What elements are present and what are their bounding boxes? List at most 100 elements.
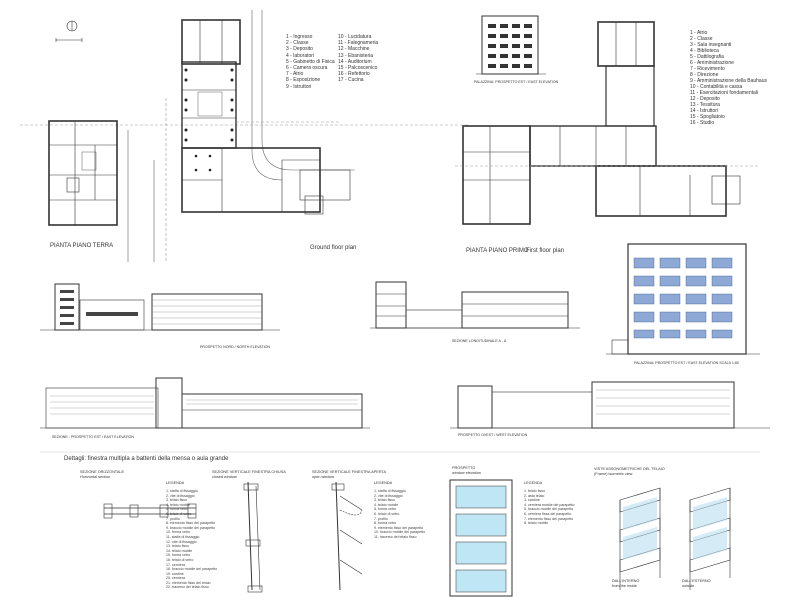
list-item: 22. traverso del telaio fisso xyxy=(166,585,209,590)
list-item: 16 - Studio xyxy=(690,120,715,126)
list-item: 4 - laboratori xyxy=(286,52,315,59)
list-item: 5. forma vetro xyxy=(374,507,397,512)
list-item: 6 - Camera oscura xyxy=(286,65,328,72)
list-item: 15 - Spogliatoio xyxy=(690,114,725,120)
list-item: 5. forma vetro xyxy=(166,507,189,512)
list-item: 1 - Atrio xyxy=(690,30,708,36)
list-item: 7 - Ricevimento xyxy=(690,66,725,72)
caption-east-section: SEZIONE - PROSPETTO EST / EAST ELEVATION xyxy=(52,435,134,439)
list-item: 15 - Palcoscenico xyxy=(338,65,378,72)
list-item: 16 - Refettorio xyxy=(338,71,370,78)
list-item: 11 - Falegnameria xyxy=(338,40,379,47)
isometric-frame-views xyxy=(619,487,731,590)
list-item: 12 - Macchine xyxy=(338,46,370,53)
list-item: 8 - Esposizione xyxy=(286,77,321,84)
ground-title-it: PIANTA PIANO TERRA xyxy=(50,243,114,249)
list-item: 6 - Amministrazione xyxy=(690,60,734,66)
list-item: 9. elemento fisso del parapetto xyxy=(374,525,424,530)
north-elevation xyxy=(40,283,280,331)
list-item: 2. vite di fissaggio xyxy=(166,493,195,498)
list-item: 11 - Esercitazioni fondamentali xyxy=(690,90,758,96)
list-item: 13. telaio fisso xyxy=(166,544,189,549)
list-item: 15. forma vetro xyxy=(166,553,191,558)
axo-sub: (Frame) isometric view xyxy=(594,472,633,476)
list-item: 7. elemento fisso del parapetto xyxy=(524,516,574,521)
list-item: 9 - Amministrazione della Bauhaus xyxy=(690,78,767,84)
open-section-title: SEZIONE VERTICALE FINESTRA APERTA xyxy=(312,470,387,474)
list-item: 5. braccio mobile del parapetto xyxy=(524,507,574,512)
legend-a-title: LEGENDA xyxy=(166,481,185,485)
list-item: 8. elemento fisso del parapetto xyxy=(166,521,216,526)
list-item: 5 - Gabinetto di Fisica xyxy=(286,58,335,65)
caption-longitudinal-section: SEZIONE LONGITUDINALE A - A xyxy=(452,339,507,343)
list-item: 3. telaio fisso xyxy=(374,498,395,503)
list-item: 14 - Istruttori xyxy=(690,108,719,114)
legend-c-title: LEGENDA xyxy=(524,481,543,485)
legend-c: 1. telaio fisso 2. asta telaio 3. cardin… xyxy=(524,489,575,526)
east-section-elevation xyxy=(40,377,370,429)
closed-section-title: SEZIONE VERTICALE FINESTRA CHIUSA xyxy=(212,470,286,474)
list-item: 17. cerniera xyxy=(166,562,185,567)
list-item: 4. telaio mobile xyxy=(166,502,191,507)
longitudinal-section xyxy=(370,281,580,329)
list-item: 11. traverso del telaio fisso xyxy=(374,534,417,539)
from-outside-label: DALL'ESTERNO xyxy=(682,579,711,583)
list-item: 19. cardine xyxy=(166,571,184,576)
list-item: 4 - Biblioteca xyxy=(690,48,719,54)
open-section-sub: open window xyxy=(312,475,335,479)
caption-palazzina-small: PALAZZINA: PROSPETTO EST / EAST ELEVATIO… xyxy=(474,80,559,84)
ground-title-en: Ground floor plan xyxy=(310,245,357,251)
closed-section-sub: closed window xyxy=(212,475,237,479)
list-item: 2 - Classe xyxy=(690,36,713,42)
list-item: 14. telaio mobile xyxy=(166,548,193,553)
list-item: 9. braccio mobile del parapetto xyxy=(166,525,216,530)
list-item: 9 - Istruttori xyxy=(286,83,312,90)
list-item: 21. elemento fisso del telaio xyxy=(166,580,211,585)
from-inside-label: DALL'INTERNO xyxy=(612,579,640,583)
first-floor-plan xyxy=(455,21,760,225)
caption-west-elevation: PROSPETTO OVEST / WEST ELEVATION xyxy=(458,433,528,437)
list-item: 3. telaio fisso xyxy=(166,498,187,503)
list-item: 20. cerniera xyxy=(166,576,185,581)
ground-floor-plan xyxy=(20,10,470,262)
list-item: 2 - Classe xyxy=(286,40,309,47)
list-item: 8 - Direzione xyxy=(690,72,719,78)
list-item: 7. profilo xyxy=(166,516,180,521)
list-item: 4. telaio mobile xyxy=(374,502,399,507)
list-item: 10. ferma vetro xyxy=(166,530,191,535)
from-inside-sub: from the inside xyxy=(612,584,637,588)
list-item: 3. cardine xyxy=(524,498,540,503)
palazzina-big-elevation xyxy=(606,243,760,355)
list-item: 17 - Cucina xyxy=(338,77,364,84)
west-elevation xyxy=(450,381,770,429)
caption-north-elevation: PROSPETTO NORD / NORTH ELEVATION xyxy=(200,345,271,349)
window-grid xyxy=(633,257,733,339)
list-item: 5 - Dattilografia xyxy=(690,54,724,60)
list-item: 2. vite di fissaggio xyxy=(374,493,403,498)
list-item: 12. vite di fissaggio xyxy=(166,539,197,544)
list-item: 18. braccio mobile del parapetto xyxy=(166,567,218,572)
axo-title: VISTE ASSONOMETRICHE DEL TELAIO xyxy=(594,467,665,471)
horizontal-section-detail xyxy=(103,503,197,519)
legend-b: 1. staffa di fissaggio 2. vite di fissag… xyxy=(374,489,425,540)
column-grid xyxy=(184,68,234,172)
list-item: 6. telaio di vetro xyxy=(374,511,400,516)
caption-palazzina-big: PALAZZINA: PROSPETTO EST / EAST ELEVATIO… xyxy=(634,361,739,365)
list-item: 3 - Sala insegnanti xyxy=(690,42,732,48)
list-item: 10 - Lucidatura xyxy=(338,34,372,40)
list-item: 7. profilo xyxy=(374,516,388,521)
list-item: 1 - Ingresso xyxy=(286,34,313,40)
details-heading: Dettagli: finestra multipla a battenti d… xyxy=(64,456,229,462)
list-item: 14 - Auditorium xyxy=(338,58,372,65)
list-item: 7 - Atrio xyxy=(286,71,304,78)
list-item: 4. cerniera mobile del parapetto xyxy=(524,502,575,507)
list-item: 6. telaio di vetro xyxy=(166,511,192,516)
list-item: 1. staffa di fissaggio xyxy=(374,489,406,493)
list-item: 10. braccio mobile del parapetto xyxy=(374,530,426,535)
window-elevation-detail xyxy=(449,479,513,597)
first-title-it: PIANTA PIANO PRIMO xyxy=(466,248,529,254)
list-item: 8. telaio mobile xyxy=(524,521,549,526)
list-item: 11. staffa di fissaggio xyxy=(166,534,200,539)
prospetto-title: PROSPETTO xyxy=(452,466,476,470)
horizontal-section-title: SEZIONE ORIZZONTALE xyxy=(80,470,125,474)
